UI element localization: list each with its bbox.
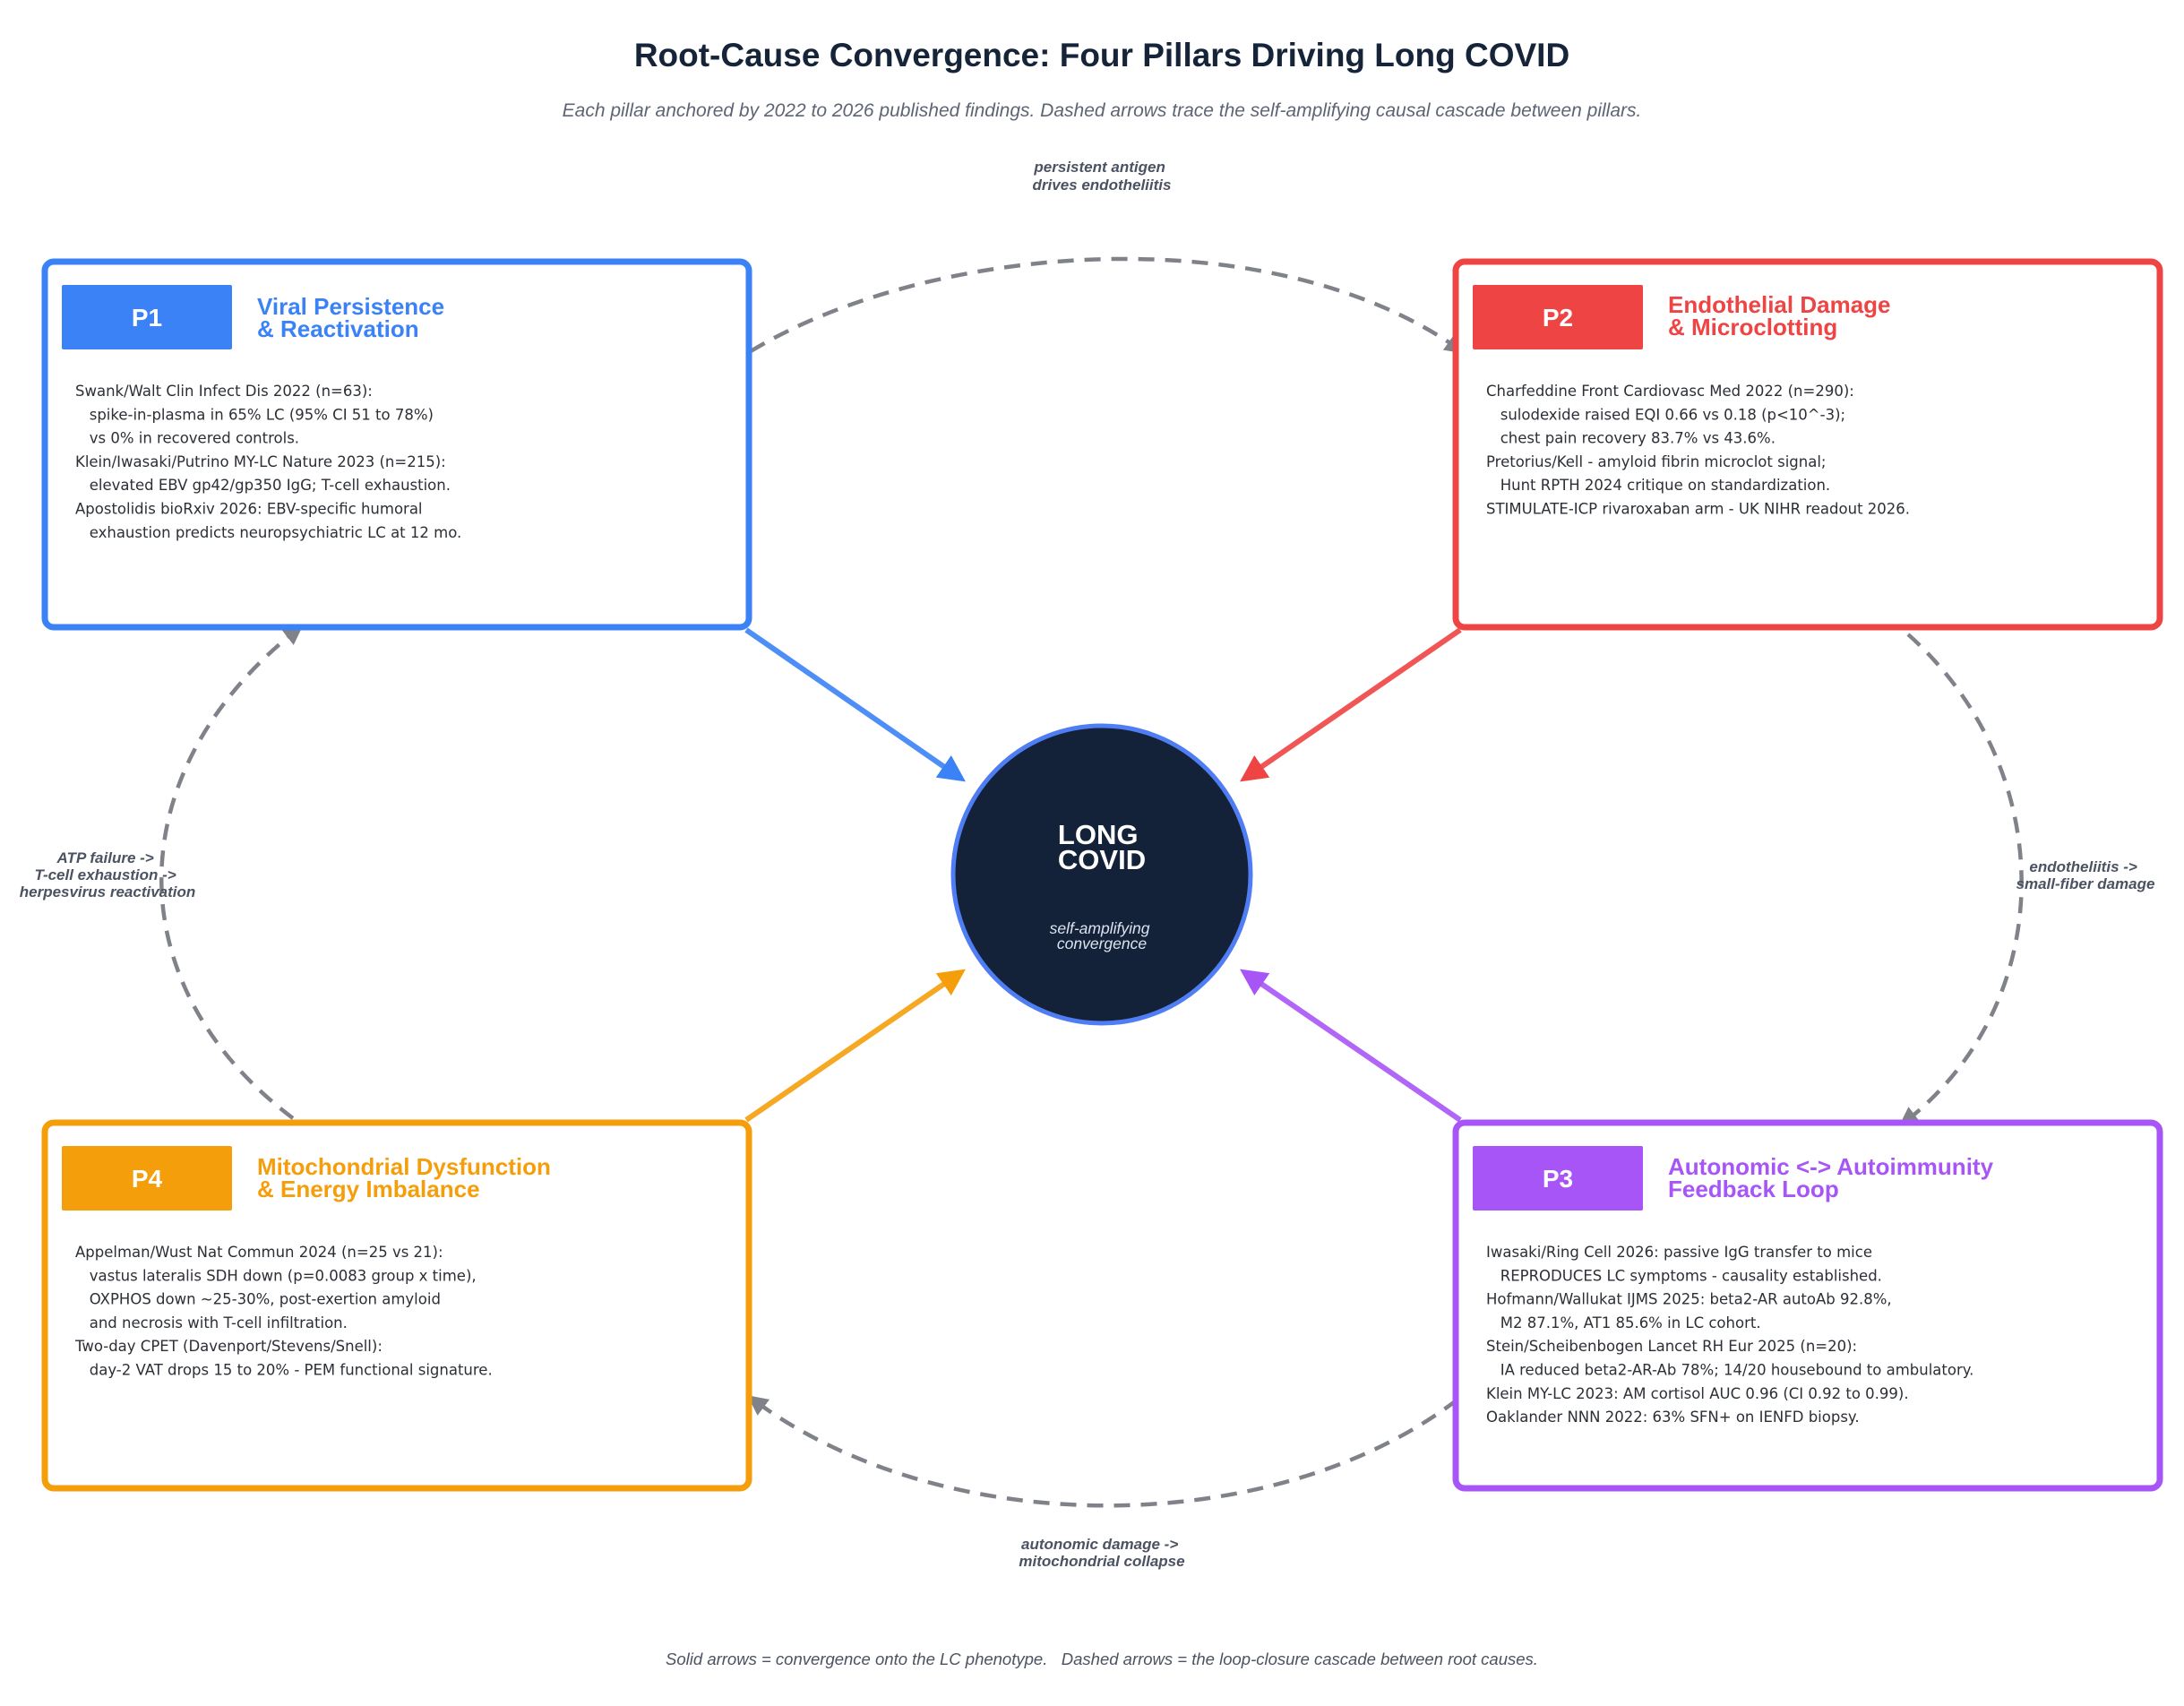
pillar-card-p1: P1 Viral Persistence & Reactivation Swan… <box>41 258 752 631</box>
convergence-arrow-p4 <box>744 969 966 1123</box>
link-label-p2-p3: endotheliitis -> small-fiber damage <box>2016 858 2155 892</box>
center-subtitle: self-amplifying convergence <box>1050 919 1155 952</box>
pillar-body-p3: Iwasaki/Ring Cell 2026: passive IgG tran… <box>1486 1244 2007 1426</box>
link-label-p3-p4: autonomic damage -> mitochondrial collap… <box>1019 1536 1184 1570</box>
pillar-card-p3: P3 Autonomic <-> Autoimmunity Feedback L… <box>1452 1119 2163 1492</box>
link-label-p1-p2: persistent antigen drives endotheliitis <box>1033 159 1172 194</box>
pillar-title-p2: Endothelial Damage & Microclotting <box>1668 291 1897 340</box>
cascade-arrow-p2-p3 <box>1898 633 2024 1127</box>
pillar-badge-p1 <box>62 285 232 349</box>
pillar-title-p3: Autonomic <-> Autoimmunity Feedback Loop <box>1668 1153 1999 1202</box>
pillar-body-p1: Swank/Walt Clin Infect Dis 2022 (n=63): … <box>75 383 486 541</box>
legend-footnote: Solid arrows = convergence onto the LC p… <box>666 1650 1538 1668</box>
convergence-arrow-p2 <box>1240 627 1462 782</box>
cascade-arrow-p1-p2 <box>749 256 1466 354</box>
pillar-title-p1: Viral Persistence & Reactivation <box>257 293 451 342</box>
pillar-body-p4: Appelman/Wust Nat Commun 2024 (n=25 vs 2… <box>74 1244 516 1379</box>
convergence-arrow-p1 <box>744 627 966 782</box>
pillar-badge-label-p1: P1 <box>132 304 162 332</box>
pillar-badge-label-p4: P4 <box>132 1165 163 1193</box>
long-covid-node: LONG COVID self-amplifying convergence <box>950 723 1253 1026</box>
pillar-badge-p4 <box>62 1146 232 1211</box>
pillar-card-p2: P2 Endothelial Damage & Microclotting Ch… <box>1452 258 2163 631</box>
pillar-card-p4: P4 Mitochondrial Dysfunction & Energy Im… <box>41 1119 752 1492</box>
cascade-arrow-p3-p4 <box>747 1395 1459 1508</box>
pillar-badge-p3 <box>1473 1146 1643 1211</box>
page-subtitle: Each pillar anchored by 2022 to 2026 pub… <box>563 100 1642 121</box>
pillar-badge-label-p3: P3 <box>1543 1165 1573 1193</box>
center-title: LONG COVID <box>1058 819 1146 875</box>
page-title: Root-Cause Convergence: Four Pillars Dri… <box>634 37 1569 73</box>
pillar-body-p2: Charfeddine Front Cardiovasc Med 2022 (n… <box>1486 383 1933 518</box>
pillar-badge-label-p2: P2 <box>1543 304 1573 332</box>
cascade-arrow-p4-p1 <box>159 625 304 1120</box>
link-label-p4-p1: ATP failure -> T-cell exhaustion -> herp… <box>20 849 196 900</box>
pillar-badge-p2 <box>1473 285 1643 349</box>
pillar-title-p4: Mitochondrial Dysfunction & Energy Imbal… <box>257 1153 557 1202</box>
convergence-arrow-p3 <box>1240 969 1462 1123</box>
